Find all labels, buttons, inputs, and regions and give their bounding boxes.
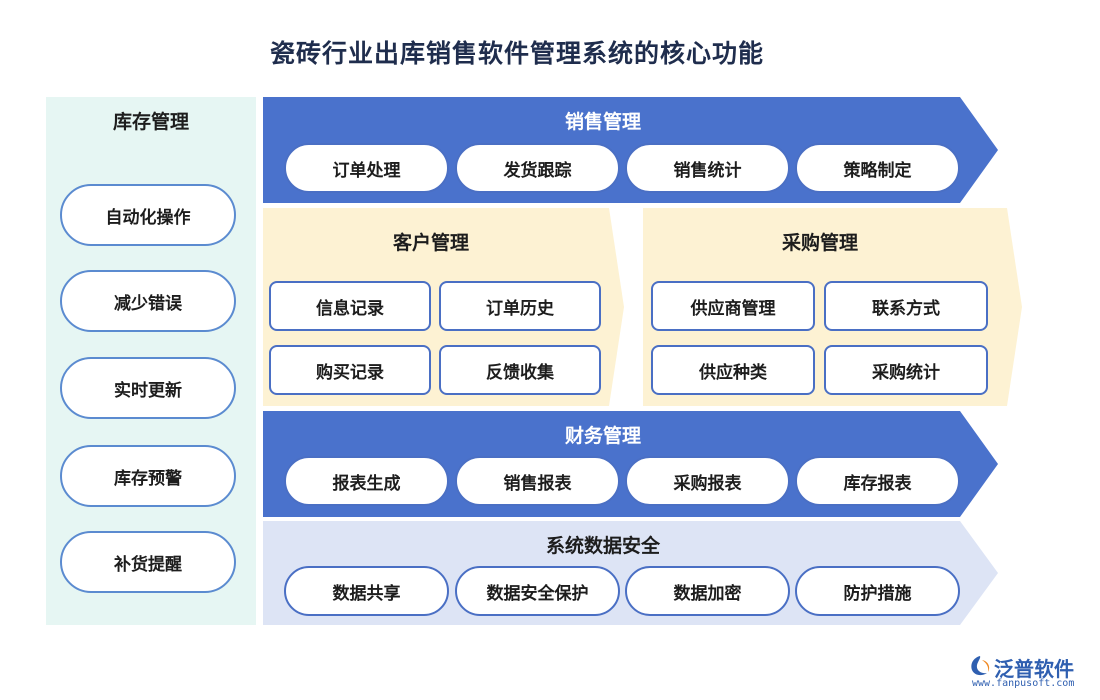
logo-url: www.fanpusoft.com [972, 678, 1075, 689]
purchase-heading: 采购管理 [781, 232, 858, 254]
customer-item: 订单历史 [439, 281, 601, 331]
finance-item: 销售报表 [455, 456, 620, 506]
finance-item: 采购报表 [625, 456, 790, 506]
sales-heading: 销售管理 [564, 111, 641, 133]
sales-item: 发货跟踪 [455, 143, 620, 193]
logo-name: 泛普软件 [994, 657, 1074, 681]
page-title: 瓷砖行业出库销售软件管理系统的核心功能 [270, 39, 765, 68]
purchase-item: 供应商管理 [651, 281, 815, 331]
security-item: 数据安全保护 [455, 566, 620, 616]
finance-item: 库存报表 [795, 456, 960, 506]
customer-item: 反馈收集 [439, 345, 601, 395]
customer-heading: 客户管理 [392, 232, 469, 254]
purchase-item: 联系方式 [824, 281, 988, 331]
fanpu-logo-icon [971, 656, 990, 676]
inventory-heading: 库存管理 [112, 111, 189, 133]
security-item: 防护措施 [795, 566, 960, 616]
security-item: 数据加密 [625, 566, 790, 616]
customer-item: 购买记录 [269, 345, 431, 395]
finance-item: 报表生成 [284, 456, 449, 506]
sales-item: 策略制定 [795, 143, 960, 193]
security-heading: 系统数据安全 [545, 535, 660, 557]
brand-logo: 泛普软件 www.fanpusoft.com [968, 653, 1092, 693]
inventory-item: 补货提醒 [60, 531, 236, 593]
customer-item: 信息记录 [269, 281, 431, 331]
sales-item: 订单处理 [284, 143, 449, 193]
inventory-item: 减少错误 [60, 270, 236, 332]
inventory-item: 实时更新 [60, 357, 236, 419]
security-item: 数据共享 [284, 566, 449, 616]
sales-item: 销售统计 [625, 143, 790, 193]
inventory-item: 库存预警 [60, 445, 236, 507]
inventory-item: 自动化操作 [60, 184, 236, 246]
finance-heading: 财务管理 [564, 425, 641, 447]
purchase-item: 采购统计 [824, 345, 988, 395]
purchase-item: 供应种类 [651, 345, 815, 395]
